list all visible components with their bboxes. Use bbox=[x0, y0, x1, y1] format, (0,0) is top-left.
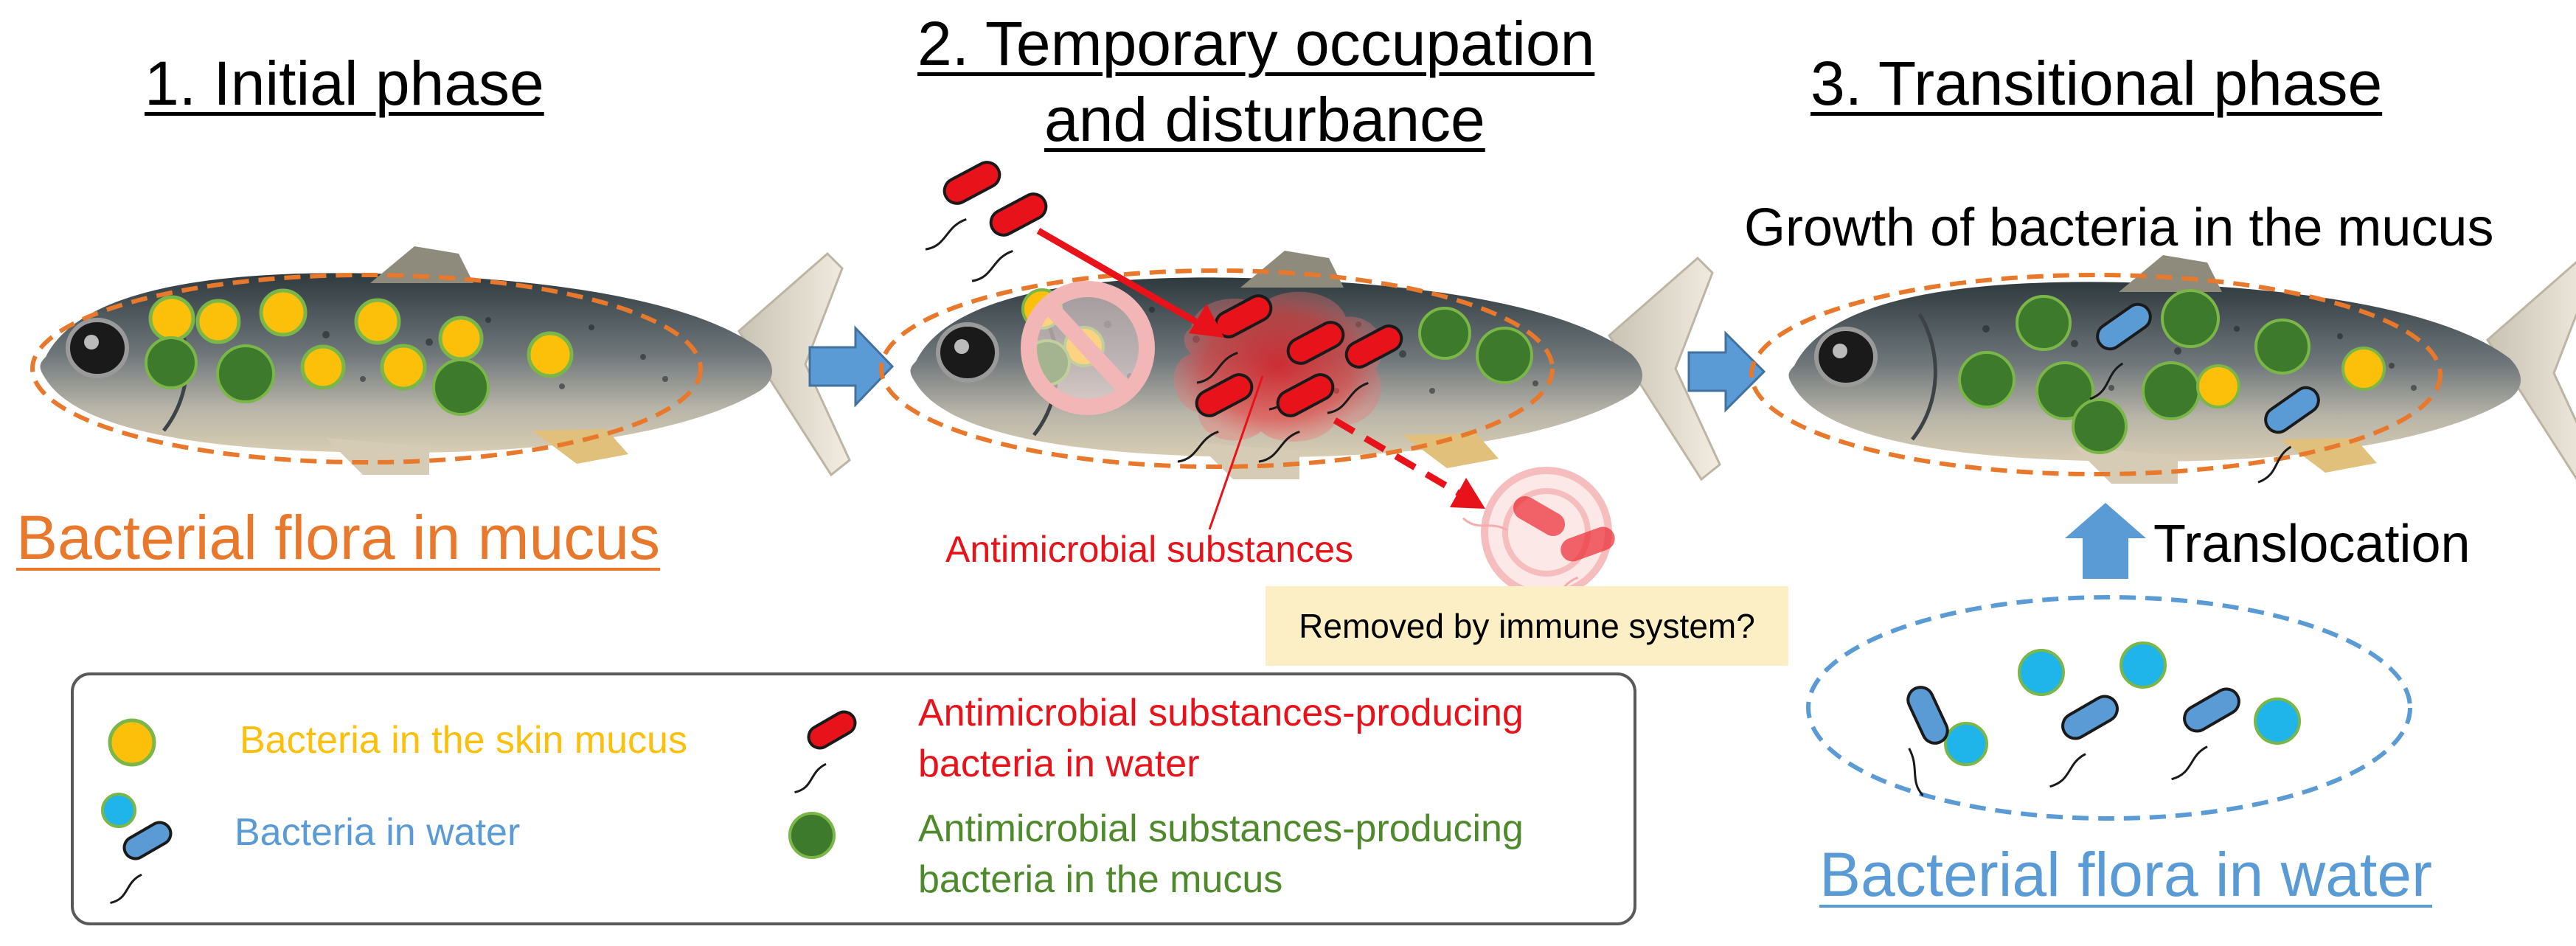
water-rod bbox=[2171, 687, 2240, 781]
antimicrobial-label: Antimicrobial substances bbox=[945, 529, 1354, 570]
removal-arrow bbox=[1333, 417, 1485, 509]
producing-bacterium bbox=[2035, 361, 2094, 420]
phase3-title: 3. Transitional phase bbox=[1811, 49, 2383, 118]
antimicrobial-pointer bbox=[1208, 375, 1264, 530]
legend-water-label: Bacteria in water bbox=[235, 811, 521, 854]
mucus-bacterium bbox=[527, 331, 574, 378]
producing-bacterium bbox=[1476, 327, 1533, 384]
mucus-bacterium bbox=[354, 298, 401, 345]
producing-bacterium bbox=[2016, 295, 2072, 351]
phase2-title-line2: and disturbance bbox=[1044, 85, 1485, 154]
phase-arrow-1 bbox=[808, 325, 895, 408]
producing-bacterium bbox=[2072, 398, 2128, 454]
phase2-title-line1: 2. Temporary occupation bbox=[917, 9, 1595, 78]
water-rods bbox=[1906, 686, 2240, 796]
removed-bacteria bbox=[1462, 467, 1615, 605]
producing-bacterium bbox=[216, 344, 275, 403]
legend-icon-producing-mucus bbox=[788, 812, 836, 859]
water-bacterium bbox=[1944, 722, 1988, 766]
legend-producing-water-line2: bacteria in water bbox=[918, 742, 1200, 785]
red-rod bbox=[971, 192, 1048, 282]
water-bacterium bbox=[2120, 641, 2167, 689]
water-bacterium bbox=[2018, 649, 2065, 696]
water-boundary bbox=[1806, 595, 2412, 821]
red-rod bbox=[1327, 324, 1403, 414]
translocation-arrow bbox=[2065, 503, 2146, 579]
producing-bacterium bbox=[2254, 319, 2311, 375]
water-rod bbox=[1906, 686, 1949, 796]
legend-producing-mucus-line1: Antimicrobial substances-producing bbox=[918, 807, 1524, 850]
mucus-bacterium bbox=[380, 344, 427, 391]
legend-box bbox=[71, 672, 1636, 925]
legend-skin-mucus-label: Bacteria in the skin mucus bbox=[240, 719, 687, 762]
mucus-boundary-phase3 bbox=[1749, 273, 2443, 476]
water-rod bbox=[2049, 695, 2119, 788]
legend-icons bbox=[101, 710, 857, 905]
mucus-bacterium bbox=[259, 288, 308, 337]
water-rod bbox=[2089, 302, 2152, 400]
producing-bacterium bbox=[2142, 361, 2201, 420]
legend-icon-skin-mucus bbox=[108, 718, 156, 767]
mucus-bacterium bbox=[438, 316, 484, 361]
growth-label: Growth of bacteria in the mucus bbox=[1744, 198, 2494, 257]
translocation-label: Translocation bbox=[2153, 515, 2471, 574]
red-rod bbox=[1177, 373, 1254, 463]
legend-icon-red-rod bbox=[794, 710, 857, 794]
producing-bacterium bbox=[2161, 289, 2220, 348]
mucus-boundary-phase1 bbox=[30, 273, 703, 465]
water-rods-phase3 bbox=[2089, 302, 2320, 484]
mucus-bacteria-phase3 bbox=[2196, 347, 2386, 408]
immune-note: Removed by immune system? bbox=[1266, 586, 1788, 666]
producing-bacteria-phase3 bbox=[1958, 289, 2311, 454]
legend-producing-mucus-line2: bacteria in the mucus bbox=[918, 858, 1283, 901]
legend-producing-water-line1: Antimicrobial substances-producing bbox=[918, 692, 1524, 734]
mucus-boundary-phase2 bbox=[879, 268, 1555, 469]
mucus-bacterium bbox=[2341, 347, 2386, 391]
producing-bacteria-phase1 bbox=[145, 336, 490, 416]
producing-bacterium bbox=[145, 336, 198, 389]
water-bacterium bbox=[2254, 698, 2301, 745]
water-bacteria bbox=[1944, 641, 2301, 766]
red-rod bbox=[1258, 373, 1335, 463]
red-rods bbox=[925, 161, 1403, 463]
mucus-bacterium bbox=[300, 344, 346, 390]
mucus-bacterium bbox=[2196, 364, 2240, 408]
producing-bacterium bbox=[1418, 307, 1471, 360]
legend-icon-water-coccus bbox=[101, 793, 136, 828]
red-rod bbox=[925, 161, 1001, 251]
invasion-arrow bbox=[1036, 228, 1224, 338]
mucus-bacteria-phase1 bbox=[148, 288, 574, 391]
mucus-bacterium bbox=[195, 299, 241, 344]
water-flora-title: Bacterial flora in water bbox=[1819, 840, 2433, 909]
producing-bacterium bbox=[432, 358, 490, 416]
phase-arrow-2 bbox=[1687, 330, 1766, 413]
inhibited-bacteria-group bbox=[1021, 281, 1155, 415]
producing-bacterium bbox=[1958, 351, 2016, 408]
water-rod bbox=[2257, 386, 2320, 484]
mucus-flora-title: Bacterial flora in mucus bbox=[16, 503, 661, 572]
phase1-title: 1. Initial phase bbox=[145, 49, 544, 118]
legend-icon-water-rod bbox=[110, 821, 173, 905]
mucus-bacterium bbox=[148, 295, 195, 342]
producing-bacteria-phase2 bbox=[1418, 307, 1533, 384]
prohibition-slash bbox=[1041, 298, 1135, 398]
